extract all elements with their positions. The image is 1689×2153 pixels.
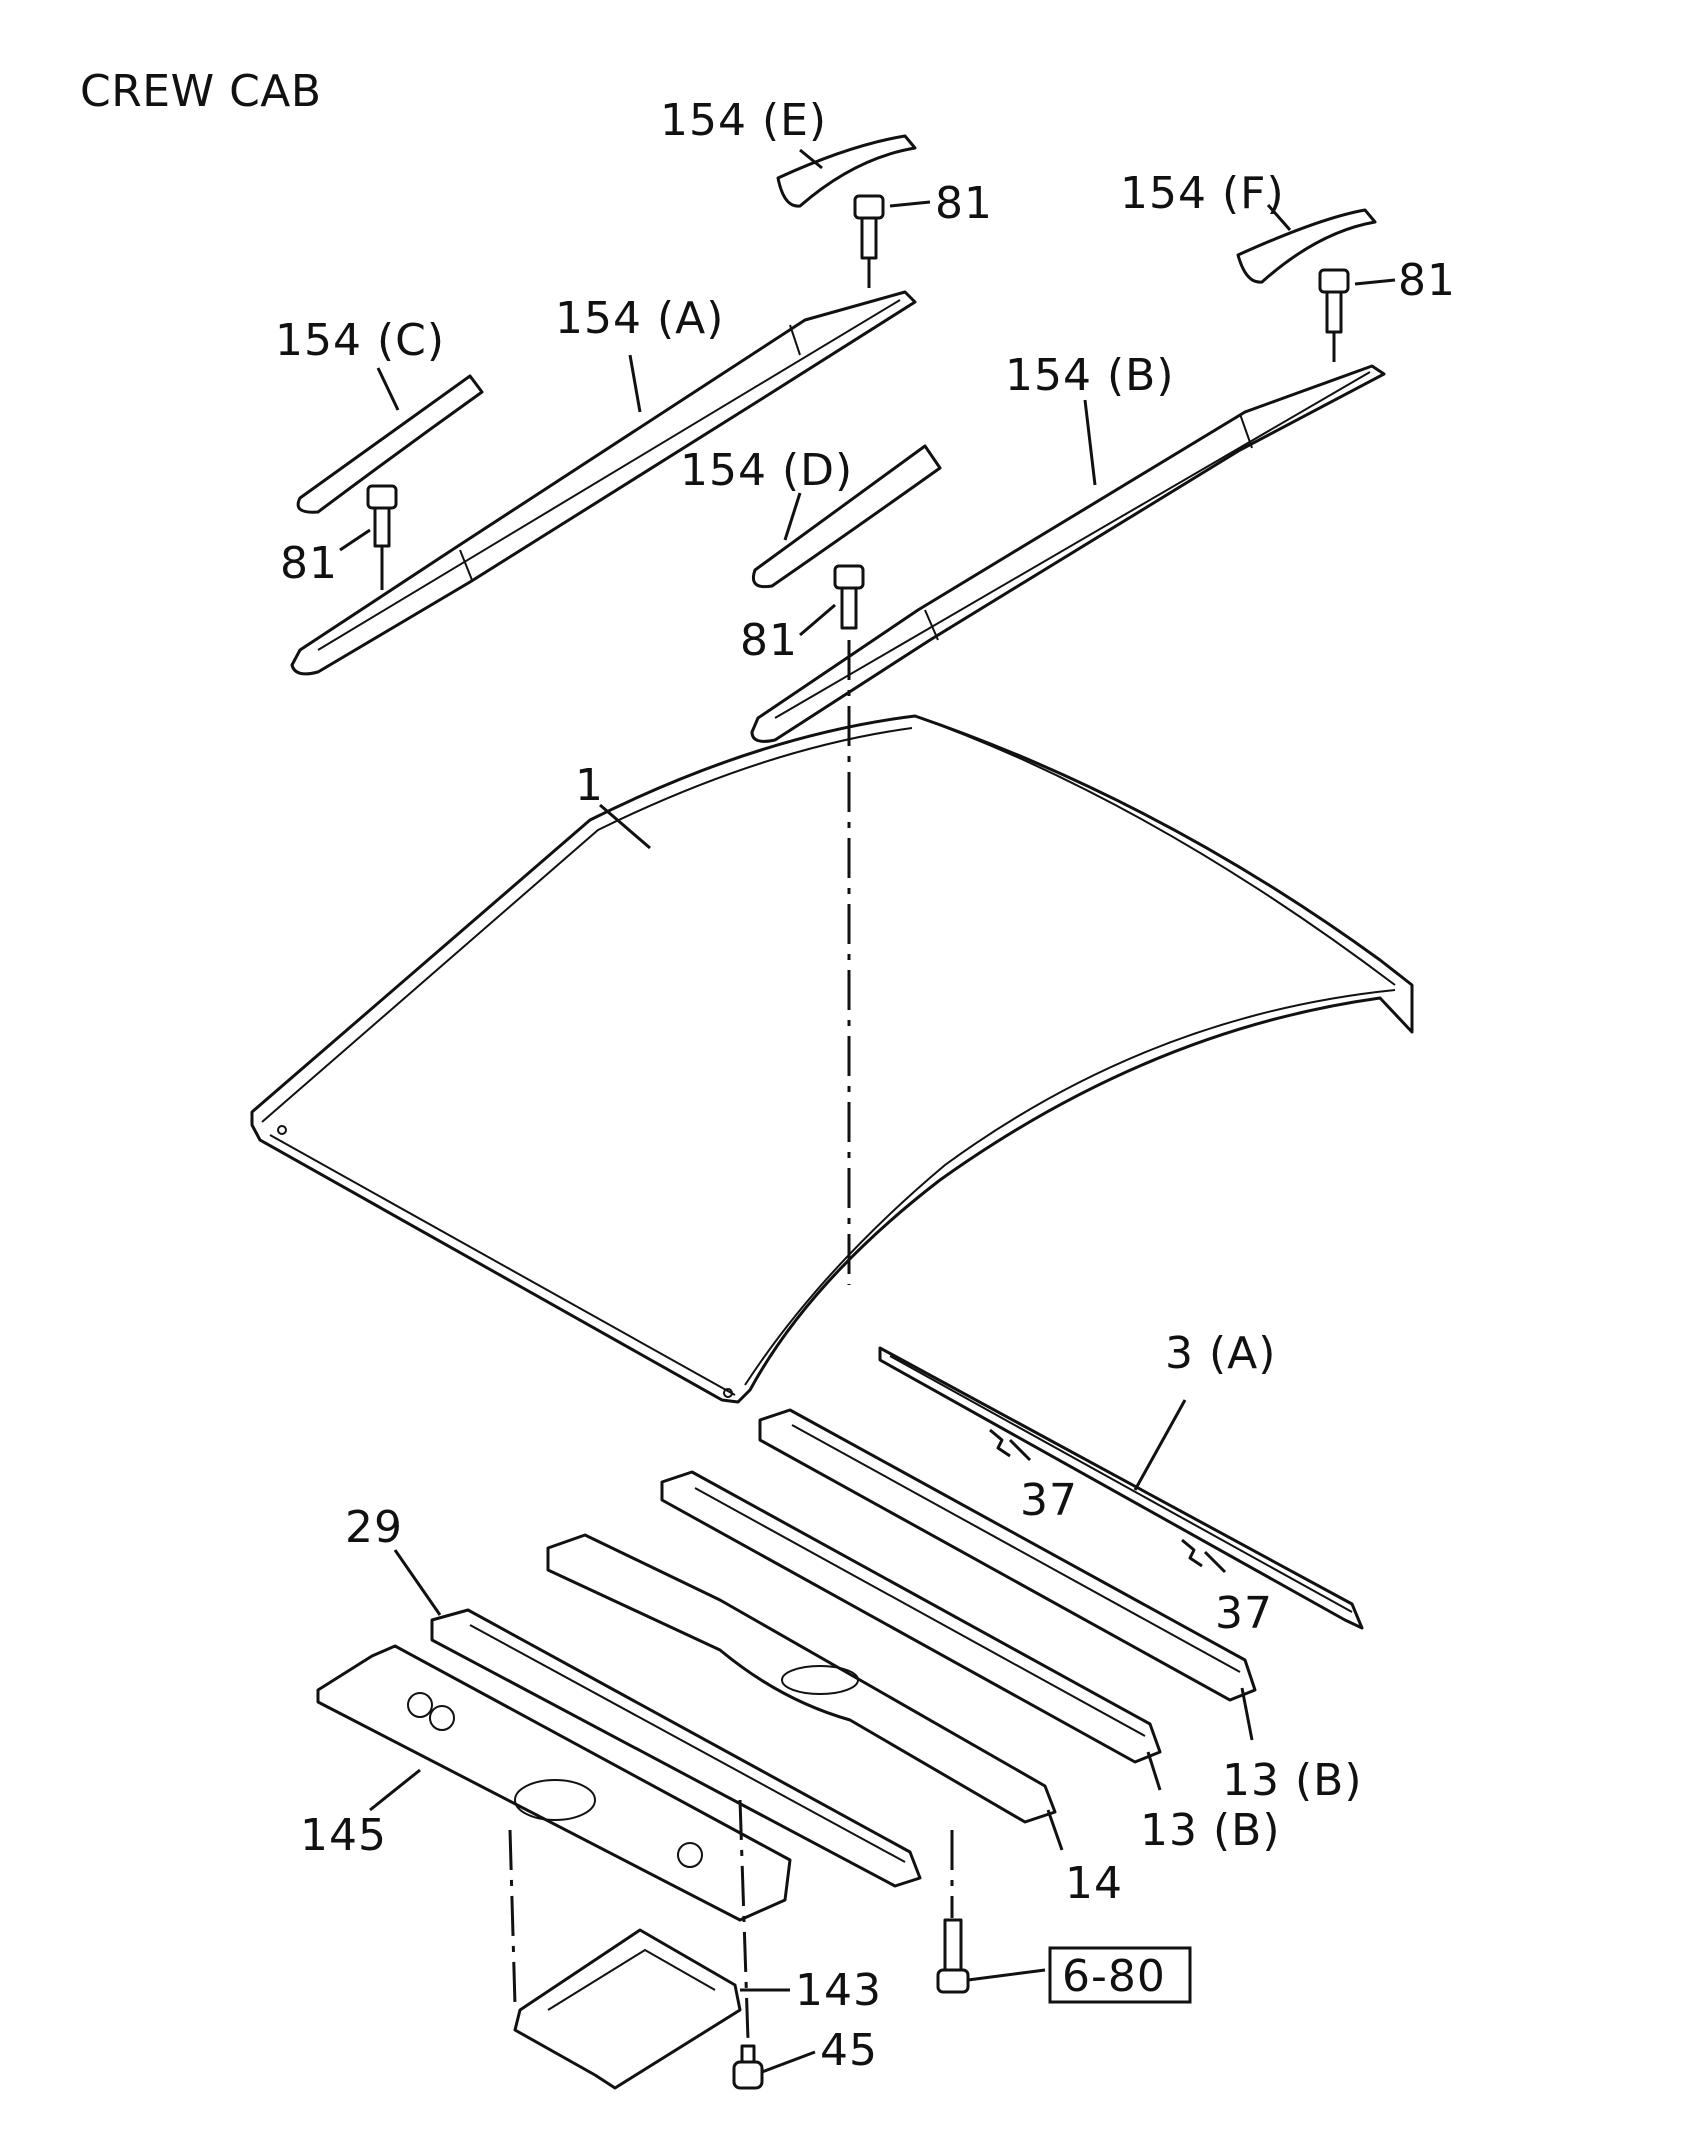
align-line-145-left <box>508 1829 517 2006</box>
label-154f: 154 (F) <box>1120 168 1285 219</box>
bolt-81-c <box>366 484 398 548</box>
label-14: 14 <box>1065 1858 1123 1909</box>
bolt-81-b <box>1318 268 1350 334</box>
roof-panel <box>250 714 1414 1404</box>
leader-lines <box>339 148 1396 2074</box>
align-line-145-right <box>738 1799 750 2041</box>
label-81a: 81 <box>935 178 993 229</box>
crossmember-3a <box>878 1346 1364 1630</box>
label-81c: 81 <box>280 538 338 589</box>
label-145: 145 <box>300 1810 387 1861</box>
roof-rail-b <box>750 364 1386 743</box>
end-cap-154d <box>751 444 942 589</box>
bolt-81-a <box>853 194 885 260</box>
bolt-6-80 <box>936 1918 970 1994</box>
label-154d: 154 (D) <box>680 445 853 496</box>
label-154a: 154 (A) <box>555 293 724 344</box>
bow-14 <box>546 1533 1057 1824</box>
label-3a: 3 (A) <box>1165 1328 1276 1379</box>
label-154e: 154 (E) <box>660 95 827 146</box>
diagram-title: CREW CAB <box>80 66 322 117</box>
label-13b-a: 13 (B) <box>1222 1755 1363 1806</box>
bow-13b-lower <box>660 1470 1162 1764</box>
label-13b-b: 13 (B) <box>1140 1805 1281 1856</box>
label-37a: 37 <box>1020 1475 1078 1526</box>
end-cap-154f <box>1236 208 1377 284</box>
label-143: 143 <box>795 1965 882 2016</box>
label-29: 29 <box>345 1502 403 1553</box>
bracket-143 <box>513 1928 742 2090</box>
bow-13b-upper <box>758 1408 1257 1702</box>
end-cap-154c <box>296 374 484 514</box>
bow-29 <box>430 1608 922 1888</box>
ref-box-6-80[interactable] <box>1048 1946 1192 2004</box>
label-1: 1 <box>575 760 604 811</box>
label-154c: 154 (C) <box>275 315 445 366</box>
roof-rail-a <box>290 290 917 676</box>
bolt-81-d <box>833 564 865 630</box>
header-panel-145 <box>316 1644 792 1922</box>
label-81d: 81 <box>740 615 798 666</box>
nut-45 <box>732 2044 764 2090</box>
label-81b: 81 <box>1398 255 1456 306</box>
ref-label-6-80[interactable]: 6-80 <box>1062 1951 1166 2002</box>
label-154b: 154 (B) <box>1005 350 1175 401</box>
clip-37-a <box>989 1428 1011 1458</box>
label-45: 45 <box>820 2025 878 2076</box>
label-37b: 37 <box>1215 1588 1273 1639</box>
end-cap-154e <box>776 134 917 208</box>
clip-37-b <box>1181 1538 1203 1568</box>
